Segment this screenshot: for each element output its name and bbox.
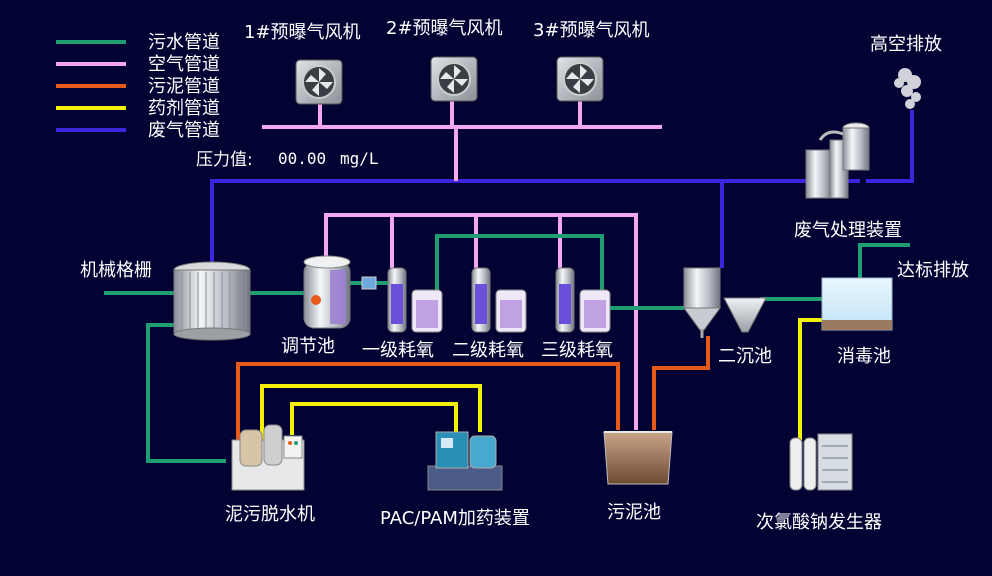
legend-label-chemical: 药剂管道 <box>148 98 220 119</box>
legend-label-sludge: 污泥管道 <box>148 76 220 97</box>
regulating-tank-label: 调节池 <box>281 336 335 357</box>
pac-pam-label: PAC/PAM加药装置 <box>380 508 530 529</box>
secondary-clarifier[interactable]: 二沉池 <box>683 267 772 367</box>
pressure-readout: 压力值: 00.00 mg/L <box>196 149 379 170</box>
hypochlorite-generator-label: 次氯酸钠发生器 <box>756 512 882 533</box>
stage-2-label: 二级耗氧 <box>452 340 524 361</box>
sludge-dewatering-machine[interactable]: 泥污脱水机 <box>225 424 315 525</box>
secondary-clarifier-label: 二沉池 <box>718 346 772 367</box>
regulating-tank[interactable]: 调节池 <box>281 255 377 357</box>
sludge-dewatering-label: 泥污脱水机 <box>225 504 315 525</box>
legend-label-air: 空气管道 <box>148 54 220 75</box>
sludge-tank[interactable]: 污泥池 <box>603 431 673 523</box>
stage-3-label: 三级耗氧 <box>541 340 613 361</box>
blower-3[interactable]: 3#预曝气风机 <box>533 20 650 102</box>
hypochlorite-generator[interactable]: 次氯酸钠发生器 <box>756 433 882 533</box>
legend-label-sewage: 污水管道 <box>148 32 220 53</box>
legend: 污水管道 空气管道 污泥管道 药剂管道 废气管道 <box>56 32 220 141</box>
smoke-icon <box>894 68 921 109</box>
air-pipes <box>262 101 662 430</box>
valve-icon[interactable] <box>361 276 377 290</box>
sludge-pipes <box>236 336 710 440</box>
pressure-label: 压力值: <box>196 150 253 170</box>
blower-label: 3#预曝气风机 <box>533 20 650 41</box>
sludge-tank-label: 污泥池 <box>607 502 661 523</box>
fan-icon <box>302 65 336 99</box>
blower-label: 2#预曝气风机 <box>386 18 503 39</box>
mechanical-grille[interactable]: 机械格栅 <box>80 260 251 341</box>
pressure-unit: mg/L <box>340 149 379 168</box>
blower-1[interactable]: 1#预曝气风机 <box>244 22 361 105</box>
chemical-pipes <box>260 318 822 442</box>
grille-body <box>173 269 251 335</box>
disinfection-tank[interactable]: 消毒池 <box>821 277 893 367</box>
tank-indicator <box>311 295 321 305</box>
fan-icon <box>437 62 471 96</box>
disinfection-tank-label: 消毒池 <box>837 346 891 367</box>
blower-2[interactable]: 2#预曝气风机 <box>386 18 503 102</box>
grille-bars <box>181 272 247 334</box>
exhaust-pipes <box>210 110 914 270</box>
fan-icon <box>563 62 597 96</box>
blower-label: 1#预曝气风机 <box>244 22 361 43</box>
pac-pam-dosing-device[interactable]: PAC/PAM加药装置 <box>380 431 530 529</box>
legend-label-exhaust: 废气管道 <box>148 120 220 141</box>
stage-2-aerobic[interactable]: 二级耗氧 <box>452 267 527 361</box>
compliant-discharge-label: 达标排放 <box>897 260 969 281</box>
exhaust-treatment-device[interactable]: 废气处理装置 <box>794 122 902 241</box>
grille-label: 机械格栅 <box>80 260 152 281</box>
stage-1-aerobic[interactable]: 一级耗氧 <box>362 267 443 361</box>
pressure-value: 00.00 <box>278 149 326 168</box>
high-discharge-label: 高空排放 <box>870 34 942 55</box>
exhaust-treatment-label: 废气处理装置 <box>794 220 902 241</box>
tank-liquid <box>330 270 346 324</box>
stage-3-aerobic[interactable]: 三级耗氧 <box>541 267 613 361</box>
sewage-pipes <box>104 234 910 463</box>
stage-1-label: 一级耗氧 <box>362 340 434 361</box>
